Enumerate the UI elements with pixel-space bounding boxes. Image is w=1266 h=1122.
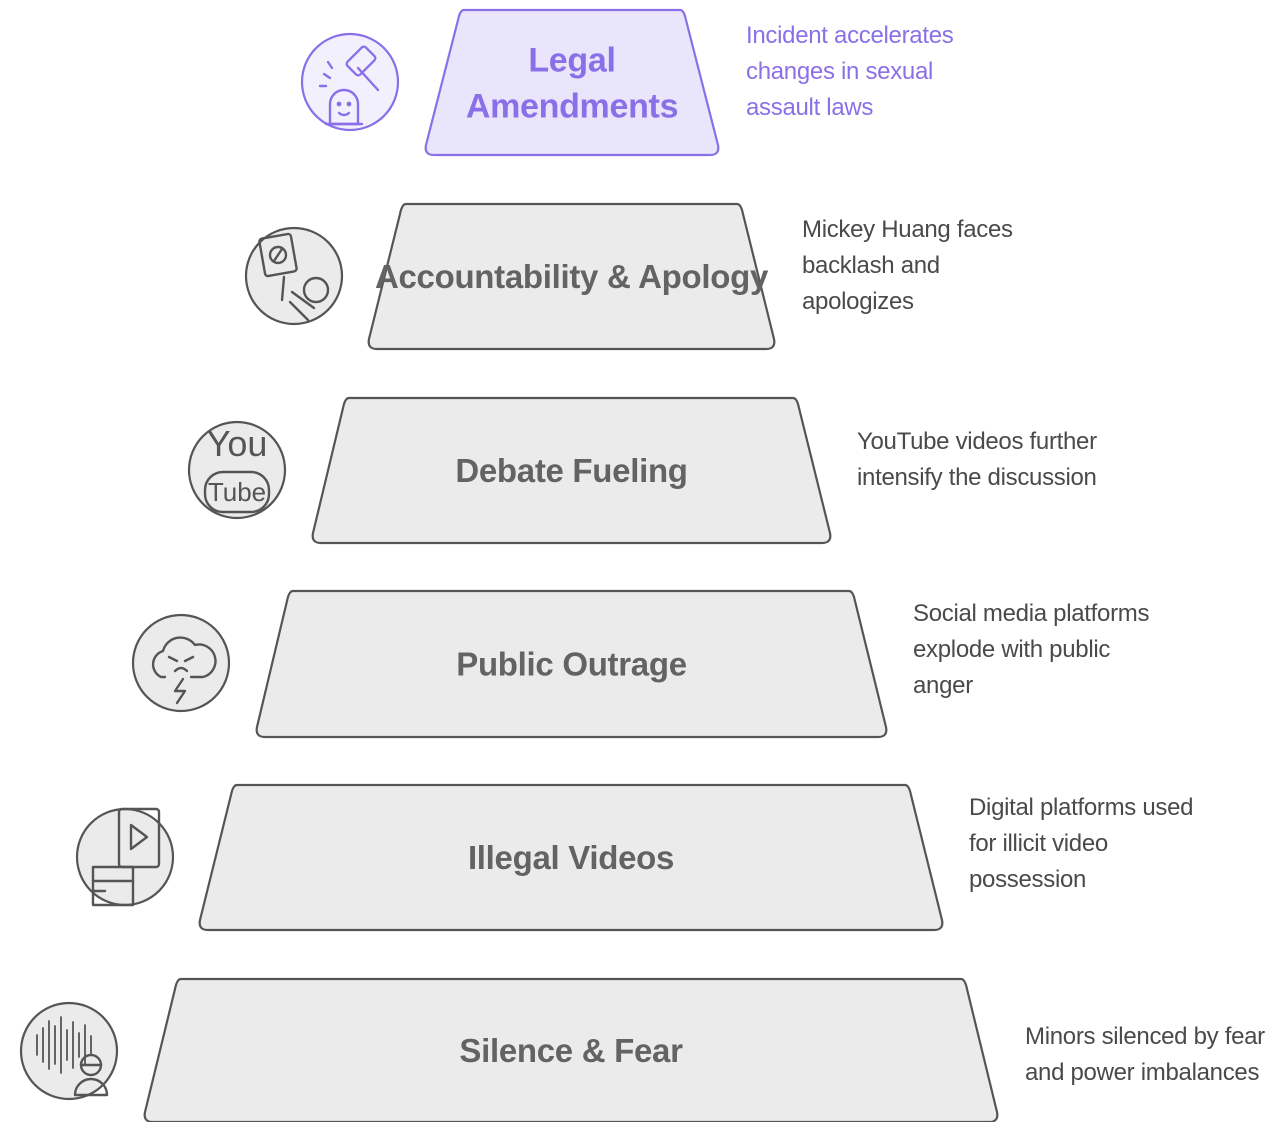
description-line: for illicit video (969, 830, 1108, 857)
gavel-icon (318, 45, 380, 126)
description-line: anger (913, 672, 973, 699)
pyramid-tier: Silence & Fear (19, 977, 999, 1122)
tier-label: Accountability & Apology (375, 258, 769, 295)
tier-shape (198, 783, 944, 932)
angry-storm-cloud-icon (151, 636, 217, 705)
tier-label: Silence & Fear (459, 1032, 683, 1069)
tier-label: Debate Fueling (455, 452, 687, 489)
icon-badge (131, 613, 231, 713)
svg-text:Tube: Tube (208, 477, 266, 507)
pyramid-tier: Debate Fueling YouTube (187, 396, 832, 545)
tier-description: Minors silenced by fear and power imbalan… (1025, 1019, 1265, 1091)
pyramid-tier: Public Outrage (131, 589, 888, 739)
icon-badge (187, 420, 287, 520)
description-line: explode with public (913, 636, 1111, 663)
description-line: and power imbalances (1025, 1059, 1260, 1086)
description-line: assault laws (746, 94, 874, 121)
tier-description: Social media platforms explode with publi… (913, 596, 1149, 704)
tier-shape (255, 589, 888, 739)
description-line: Incident accelerates (746, 22, 954, 49)
description-line: YouTube videos further (857, 428, 1097, 455)
description-line: apologizes (802, 288, 914, 315)
tier-description: Mickey Huang faces backlash and apologizes (802, 212, 1013, 320)
description-line: backlash and (802, 252, 940, 279)
description-line: intensify the discussion (857, 464, 1097, 491)
tier-description: Digital platforms used for illicit video p… (969, 790, 1193, 898)
description-line: changes in sexual (746, 58, 934, 85)
description-line: Mickey Huang faces (802, 216, 1013, 243)
pyramid-tier: Accountability & Apology (244, 202, 776, 351)
protest-sign-icon (258, 232, 330, 322)
tier-shape (424, 8, 720, 157)
description-line: Social media platforms (913, 600, 1150, 627)
tier-label: Amendments (466, 87, 678, 125)
description-line: Minors silenced by fear (1025, 1023, 1265, 1050)
svg-text:You: You (207, 423, 268, 464)
muted-voice-icon (36, 1016, 109, 1097)
description-line: Digital platforms used (969, 794, 1194, 821)
video-wallet-icon (91, 807, 161, 907)
tier-shape (311, 396, 832, 545)
tier-label: Legal (528, 41, 615, 79)
tier-description: YouTube videos further intensify the disc… (857, 424, 1097, 496)
tier-description: Incident accelerates changes in sexual ass… (746, 18, 954, 126)
tier-label: Illegal Videos (468, 839, 674, 876)
tier-shape (143, 977, 999, 1122)
description-line: possession (969, 866, 1087, 893)
tier-label: Public Outrage (456, 646, 687, 683)
icon-badge (300, 32, 400, 132)
youtube-icon: YouTube (203, 423, 271, 514)
tier-shape (367, 202, 776, 351)
pyramid-tier: Illegal Videos (75, 783, 944, 932)
